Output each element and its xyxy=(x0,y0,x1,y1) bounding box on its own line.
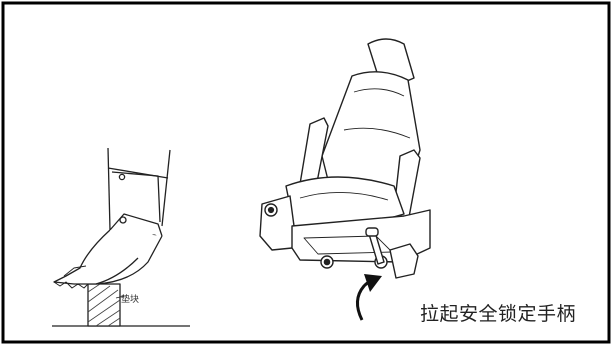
block-label: 垫块 xyxy=(121,295,140,305)
curved-up-arrow xyxy=(356,274,382,321)
operator-seat-illustration xyxy=(259,38,431,279)
caption-text: 拉起安全锁定手柄 xyxy=(420,303,577,325)
excavator-bucket-illustration xyxy=(52,147,190,327)
